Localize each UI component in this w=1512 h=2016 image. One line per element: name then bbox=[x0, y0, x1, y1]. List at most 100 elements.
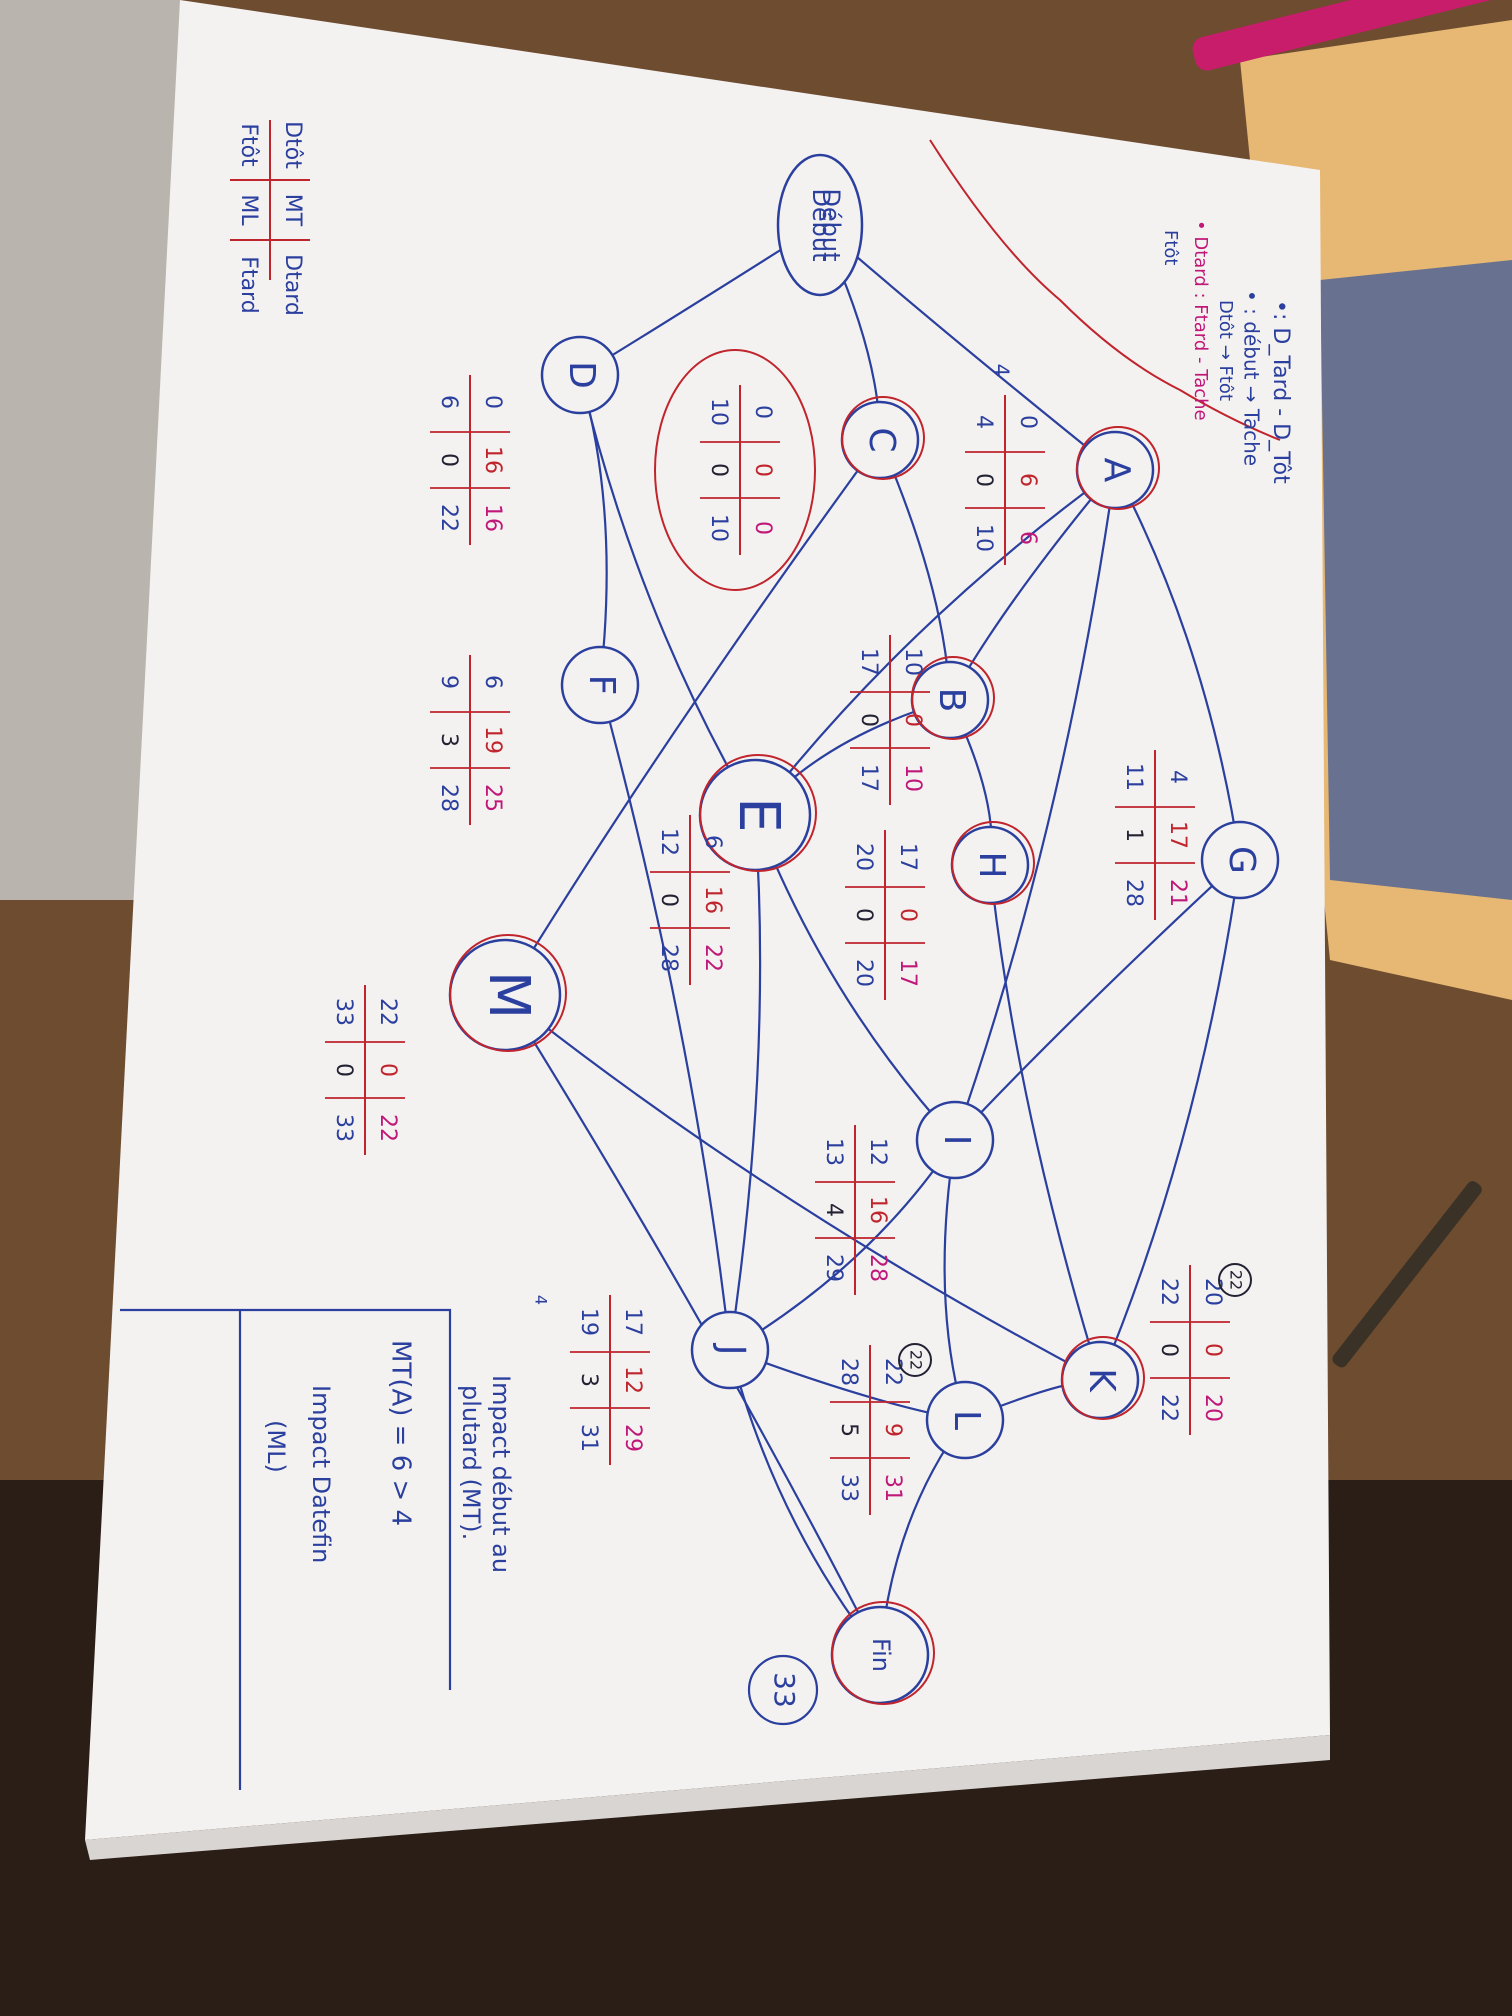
table-E-bm: 0 bbox=[656, 893, 681, 907]
table-C-br: 10 bbox=[706, 514, 731, 542]
node-B-critical-ring bbox=[911, 656, 995, 740]
table-M-bm: 0 bbox=[331, 1063, 356, 1077]
paper-sheet bbox=[85, 0, 1330, 1840]
table-L-br: 33 bbox=[836, 1474, 861, 1502]
table-E-tr: 22 bbox=[700, 944, 725, 972]
node-D-label: D bbox=[561, 361, 602, 389]
legend-line3: Dtôt → Ftôt bbox=[1215, 300, 1236, 401]
node-F-label: F bbox=[581, 675, 622, 696]
notes-impact2: Impact Datefin bbox=[307, 1385, 335, 1563]
node-D-circle bbox=[540, 335, 620, 415]
paper-shade bbox=[85, 1735, 1330, 1860]
table-L-circled bbox=[898, 1343, 932, 1377]
table-F-bl: 9 bbox=[436, 675, 461, 689]
debut-label-repeat: Début bbox=[817, 188, 845, 261]
table-C-tm: 0 bbox=[750, 463, 775, 477]
edge-G-K bbox=[1098, 859, 1242, 1381]
legend-line4: • Dtard : Ftard - Tache bbox=[1190, 220, 1211, 421]
notes-small-4: 4 bbox=[532, 1295, 551, 1305]
edge-A-I bbox=[953, 469, 1117, 1141]
table-K-tm: 0 bbox=[1200, 1343, 1225, 1357]
dark-pen bbox=[1332, 1181, 1482, 1368]
table-M-tm: 0 bbox=[375, 1063, 400, 1077]
table-B-bl: 17 bbox=[856, 648, 881, 676]
node-H-label: H bbox=[971, 851, 1012, 878]
table-B-tm: 0 bbox=[900, 713, 925, 727]
table-L-tl: 22 bbox=[880, 1358, 905, 1386]
table-C-tl: 0 bbox=[750, 405, 775, 419]
table-E-tl: 6 bbox=[700, 835, 725, 849]
edge-G-I bbox=[954, 859, 1241, 1141]
node-I-label: I bbox=[936, 1135, 977, 1146]
table-J-bl: 19 bbox=[576, 1308, 601, 1336]
red-boundary-line bbox=[929, 139, 1281, 441]
table-M-br: 33 bbox=[331, 1114, 356, 1142]
legend-line2: • : début → Tache bbox=[1240, 290, 1264, 466]
table-J-bm: 3 bbox=[576, 1373, 601, 1387]
node-A-critical-ring bbox=[1076, 426, 1160, 510]
table-I-tl: 12 bbox=[865, 1138, 890, 1166]
table-C-bm: 0 bbox=[706, 463, 731, 477]
table-E-bl: 12 bbox=[656, 828, 681, 856]
node-G-label: G bbox=[1221, 846, 1262, 874]
legend-cross-bl: Ftôt bbox=[236, 123, 261, 167]
table-D-bl: 6 bbox=[436, 395, 461, 409]
node-M-critical-ring bbox=[449, 934, 567, 1052]
table-A-side: 4 bbox=[990, 364, 1014, 377]
table-H-br: 20 bbox=[851, 959, 876, 987]
notes-impact3: (ML) bbox=[262, 1420, 290, 1473]
table-M-tr: 22 bbox=[375, 1114, 400, 1142]
table-K-bm: 0 bbox=[1156, 1343, 1181, 1357]
node-debut-label: Début bbox=[807, 188, 835, 261]
node-G-circle bbox=[1200, 820, 1280, 900]
pink-pen bbox=[1192, 0, 1512, 71]
table-K-circled bbox=[1218, 1263, 1252, 1297]
table-A-tr: 6 bbox=[1015, 531, 1040, 545]
node-J-circle bbox=[690, 1310, 770, 1390]
legend-line1: •: D_Tard - D_Tôt bbox=[1268, 300, 1293, 484]
legend-cross-r: Dtard bbox=[280, 254, 305, 316]
table-I-bl: 13 bbox=[821, 1138, 846, 1166]
legend-cross-tl: Dtôt bbox=[280, 121, 305, 169]
table-G-tm: 17 bbox=[1165, 821, 1190, 849]
notes-mt-eq: MT(A) = 6 > 4 bbox=[386, 1340, 416, 1526]
table-G-tl: 4 bbox=[1165, 770, 1190, 784]
table-H-tr: 17 bbox=[895, 959, 920, 987]
table-E-tm: 16 bbox=[700, 886, 725, 914]
table-M-tl: 22 bbox=[375, 998, 400, 1026]
node-J-label: J bbox=[711, 1343, 752, 1356]
table-A-bm: 0 bbox=[971, 473, 996, 487]
table-I-tr: 28 bbox=[865, 1254, 890, 1282]
table-F-tm: 19 bbox=[480, 726, 505, 754]
table-A-bl: 4 bbox=[971, 415, 996, 429]
fin-total-circle bbox=[747, 1654, 819, 1726]
table-B-bm: 0 bbox=[856, 713, 881, 727]
node-E-critical-ring bbox=[699, 754, 817, 872]
table-G-tr: 21 bbox=[1165, 879, 1190, 907]
node-fin-critical-ring bbox=[831, 1601, 935, 1705]
table-D-tl: 0 bbox=[480, 395, 505, 409]
blue-pattern-overlay bbox=[1320, 260, 1512, 900]
edge-C-M bbox=[504, 439, 881, 996]
table-K-bl: 22 bbox=[1156, 1278, 1181, 1306]
notes-impact1b: plutard (MT). bbox=[457, 1385, 485, 1540]
node-K-label: K bbox=[1081, 1368, 1122, 1393]
node-B-label: B bbox=[931, 688, 972, 713]
table-A-br: 10 bbox=[971, 524, 996, 552]
node-H-critical-ring bbox=[951, 821, 1035, 905]
table-F-bm: 3 bbox=[436, 733, 461, 747]
table-D-tm: 16 bbox=[480, 446, 505, 474]
node-L-circle bbox=[925, 1380, 1005, 1460]
